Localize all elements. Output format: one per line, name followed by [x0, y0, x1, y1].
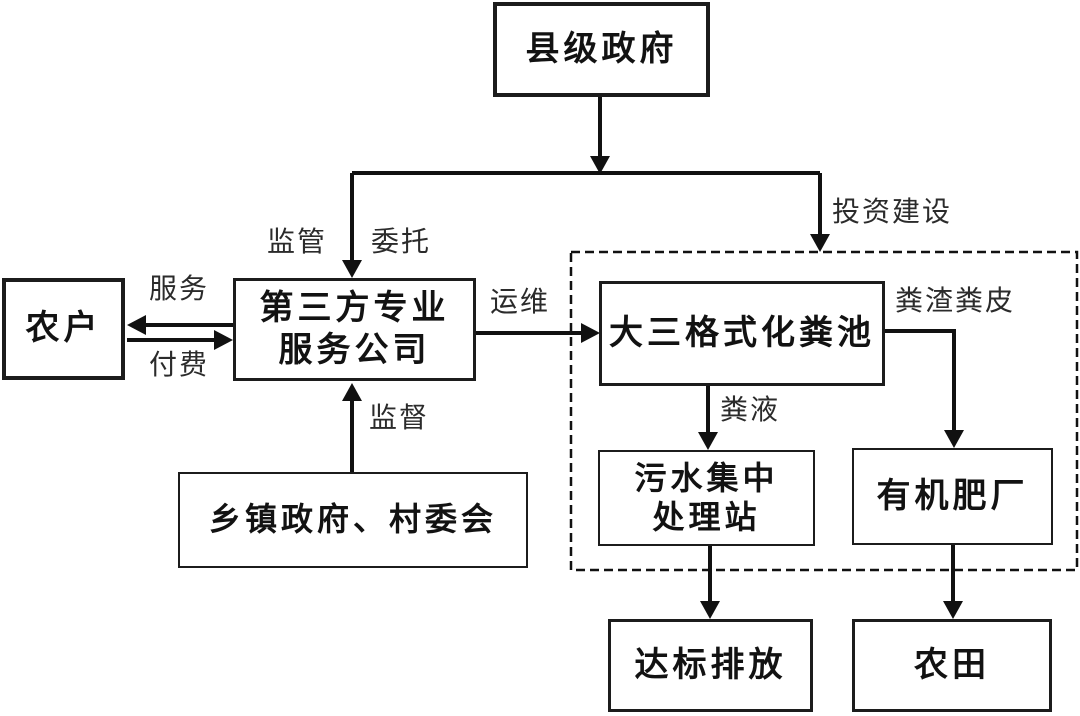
dashed-treatment-region-border — [569, 250, 1079, 572]
edge-label-pay: 付费 — [149, 350, 210, 381]
arrow-county-to-junction — [590, 97, 610, 174]
node-sewage-treatment-station: 污水集中 处理站 — [598, 450, 815, 546]
arrow-operate-to-septic-tank — [476, 323, 600, 343]
arrow-sewage-to-discharge — [700, 546, 720, 619]
node-discharge-label: 达标排放 — [634, 645, 787, 684]
edge-label-invest-build: 投资建设 — [832, 197, 953, 228]
arrow-invest-to-treatment-region — [810, 173, 830, 252]
arrow-service-to-farmers — [127, 315, 233, 335]
node-third-party-service-company: 第三方专业 服务公司 — [233, 278, 476, 381]
node-farmland-label: 农田 — [914, 645, 990, 684]
node-township-label: 乡镇政府、村委会 — [208, 501, 497, 538]
node-farmers-label: 农户 — [25, 309, 102, 348]
node-township-gov-village-committee: 乡镇政府、村委会 — [178, 472, 528, 568]
edge-label-oversee: 监督 — [369, 403, 430, 434]
arrow-entrust-to-third-party — [342, 173, 362, 278]
node-county-government-label: 县级政府 — [525, 29, 678, 68]
arrow-fecal-liquid-to-sewage-station — [698, 386, 718, 450]
edge-label-entrust: 委托 — [371, 227, 432, 258]
node-fertilizer-plant-label: 有机肥厂 — [876, 476, 1029, 515]
node-septic-tank-label: 大三格式化粪池 — [609, 313, 875, 352]
node-farmers: 农户 — [2, 278, 125, 380]
node-sewage-label-line2: 处理站 — [652, 499, 761, 535]
node-standard-discharge: 达标排放 — [608, 619, 813, 712]
arrow-oversee-to-third-party — [342, 383, 362, 472]
edge-label-fecal-residue-scum: 粪渣粪皮 — [895, 286, 1016, 317]
node-farmland: 农田 — [852, 619, 1052, 712]
node-three-compartment-septic-tank: 大三格式化粪池 — [599, 281, 885, 386]
edge-label-service: 服务 — [149, 274, 210, 305]
edge-label-fecal-liquid: 粪液 — [720, 395, 781, 426]
edge-label-operate-maintain: 运维 — [490, 287, 551, 318]
node-third-party-label-line2: 服务公司 — [278, 330, 431, 369]
arrow-fecal-residue-to-fertilizer-plant — [884, 329, 964, 448]
arrow-fertilizer-to-farmland — [943, 545, 963, 619]
node-sewage-label-line1: 污水集中 — [634, 459, 779, 496]
node-county-government: 县级政府 — [493, 2, 710, 97]
edge-label-regulate: 监管 — [267, 227, 328, 258]
arrow-pay-to-third-party — [127, 330, 233, 350]
node-organic-fertilizer-plant: 有机肥厂 — [852, 448, 1053, 545]
node-third-party-label-line1: 第三方专业 — [259, 289, 450, 328]
